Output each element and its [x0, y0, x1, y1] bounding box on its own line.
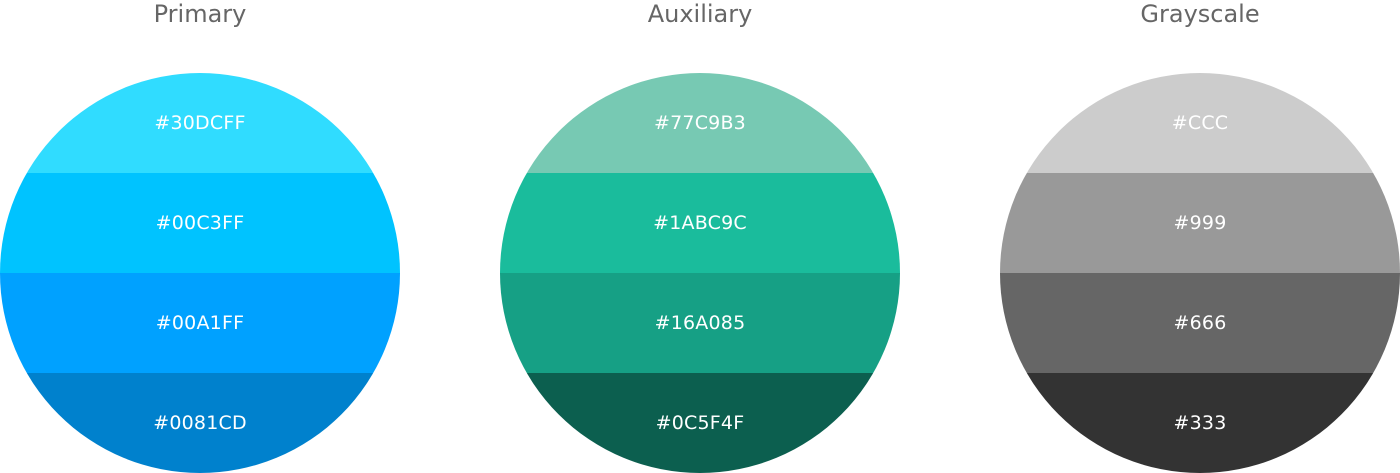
- color-hex-label: #00A1FF: [155, 312, 245, 334]
- color-hex-label: #333: [1173, 412, 1227, 434]
- color-hex-label: #16A085: [654, 312, 746, 334]
- color-hex-label: #77C9B3: [654, 112, 746, 134]
- color-circle: #CCC #999 #666 #333: [1000, 73, 1400, 473]
- color-swatch: #333: [1000, 373, 1400, 473]
- color-swatch: #1ABC9C: [500, 173, 900, 273]
- color-hex-label: #00C3FF: [155, 212, 245, 234]
- palette-auxiliary: Auxiliary #77C9B3 #1ABC9C #16A085 #0C5F4…: [500, 0, 900, 473]
- palette-title: Auxiliary: [647, 0, 753, 28]
- color-hex-label: #0C5F4F: [655, 412, 745, 434]
- color-swatch: #30DCFF: [0, 73, 400, 173]
- palette-title: Primary: [153, 0, 247, 28]
- color-swatch: #00C3FF: [0, 173, 400, 273]
- color-swatch: #666: [1000, 273, 1400, 373]
- color-hex-label: #30DCFF: [154, 112, 246, 134]
- palette-primary: Primary #30DCFF #00C3FF #00A1FF #0081CD: [0, 0, 400, 473]
- color-hex-label: #CCC: [1171, 112, 1229, 134]
- color-swatch: #CCC: [1000, 73, 1400, 173]
- color-hex-label: #1ABC9C: [653, 212, 747, 234]
- color-swatch: #0C5F4F: [500, 373, 900, 473]
- color-swatch: #00A1FF: [0, 273, 400, 373]
- color-swatch: #77C9B3: [500, 73, 900, 173]
- color-swatch: #999: [1000, 173, 1400, 273]
- palette-grayscale: Grayscale #CCC #999 #666 #333: [1000, 0, 1400, 473]
- color-hex-label: #0081CD: [153, 412, 247, 434]
- color-hex-label: #999: [1173, 212, 1227, 234]
- color-circle: #77C9B3 #1ABC9C #16A085 #0C5F4F: [500, 73, 900, 473]
- color-swatch: #16A085: [500, 273, 900, 373]
- color-swatch: #0081CD: [0, 373, 400, 473]
- color-hex-label: #666: [1173, 312, 1227, 334]
- color-circle: #30DCFF #00C3FF #00A1FF #0081CD: [0, 73, 400, 473]
- palette-title: Grayscale: [1140, 0, 1260, 28]
